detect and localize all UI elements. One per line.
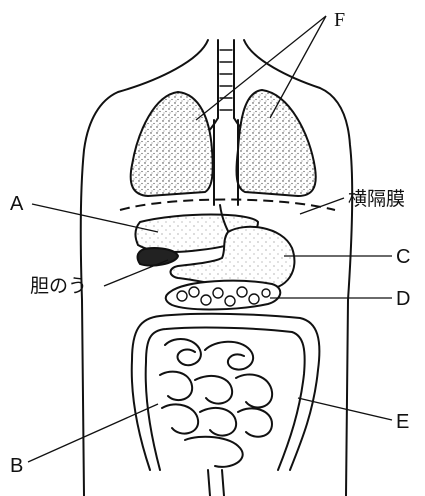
leader-gallbladder <box>104 260 168 286</box>
label-B: B <box>10 455 23 477</box>
label-diaphragm: 横隔膜 <box>348 188 405 210</box>
label-A: A <box>10 193 24 215</box>
label-C: C <box>396 246 410 268</box>
label-F: F <box>334 9 345 31</box>
left-lung <box>131 92 213 196</box>
small-intestine <box>160 339 272 467</box>
large-intestine <box>132 314 320 470</box>
label-gallbladder: 胆のう <box>30 275 87 297</box>
leader-diaphragm <box>300 198 344 214</box>
lungs <box>131 90 316 205</box>
label-D: D <box>396 288 410 310</box>
pancreas <box>166 281 281 310</box>
diaphragm <box>120 200 335 211</box>
label-E: E <box>396 411 409 433</box>
gallbladder <box>138 248 178 266</box>
leader-A <box>32 204 158 232</box>
leader-F-right <box>270 16 326 118</box>
